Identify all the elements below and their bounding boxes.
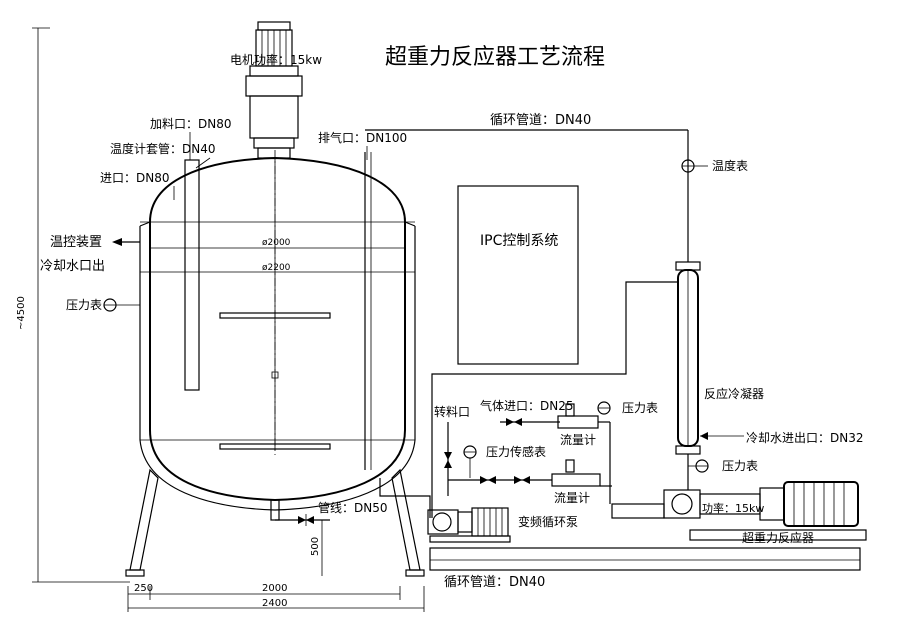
- vent-label: 排气口：DN100: [318, 130, 407, 145]
- pressure-sensor-label: 压力传感表: [486, 444, 546, 459]
- arrow-icon: [112, 238, 122, 246]
- pressure-right-label: 压力表: [722, 459, 758, 473]
- dim-w2000: 2000: [262, 583, 287, 594]
- temp-meter-label: 温度表: [712, 158, 748, 173]
- feed-pipe: [611, 503, 665, 519]
- cooling-out-label: 冷却水口出: [40, 259, 105, 274]
- pressure-mid-label: 压力表: [622, 401, 658, 415]
- transfer-valve: [444, 452, 452, 468]
- reactor-label: 超重力反应器: [742, 530, 814, 545]
- gas-valve: [506, 418, 522, 426]
- feed-port-label: 加料口：DN80: [150, 117, 232, 131]
- transfer-port-label: 转料口: [434, 404, 470, 419]
- diagram-title: 超重力反应器工艺流程: [385, 45, 605, 70]
- motor-power-label: 电机功率：15kw: [230, 52, 322, 67]
- flow-valve-a: [480, 476, 496, 484]
- pressure-left-label: 压力表: [66, 298, 102, 312]
- bottom-valve: [298, 514, 314, 526]
- high-gravity-reactor: [663, 481, 867, 541]
- power-label: 功率：15kw: [702, 501, 764, 515]
- circ-bottom-label: 循环管道：DN40: [444, 575, 545, 590]
- flowmeter-2: [551, 473, 601, 487]
- inlet-label: 进口：DN80: [100, 171, 170, 185]
- gas-inlet-label: 气体进口：DN25: [480, 398, 574, 413]
- flowmeter-2-label: 流量计: [554, 491, 590, 505]
- flowmeter-1-label: 流量计: [560, 433, 596, 447]
- pipeline-label: 管线：DN50: [318, 500, 388, 515]
- dim-d2200: ø2200: [262, 263, 291, 273]
- dim-w2400: 2400: [262, 598, 287, 609]
- condenser-label: 反应冷凝器: [704, 386, 764, 401]
- circulation-pump: [427, 507, 511, 543]
- dim-h4500: ~4500: [16, 296, 27, 330]
- thermo-sleeve-label: 温度计套管：DN40: [110, 141, 216, 156]
- skid-base: [429, 547, 861, 571]
- pump-label: 变频循环泵: [518, 514, 578, 529]
- dim-w250: 250: [134, 583, 153, 594]
- dim-h500: 500: [310, 537, 321, 556]
- reflux-condenser: [675, 261, 701, 484]
- ipc-label: IPC控制系统: [480, 233, 558, 249]
- circ-top-label: 循环管道：DN40: [490, 113, 591, 128]
- mixer-motor: [245, 21, 303, 159]
- flow-valve-b: [514, 476, 530, 484]
- cooling-inout-label: 冷却水进出口：DN32: [746, 431, 864, 445]
- flowmeter-1: [557, 415, 599, 429]
- temp-ctrl-label: 温控装置: [50, 235, 102, 250]
- reactor-tank: [125, 150, 431, 577]
- ipc-control-box: [457, 185, 579, 365]
- flowmeter-sensor-2: [565, 459, 575, 473]
- dim-d2000: ø2000: [262, 238, 291, 248]
